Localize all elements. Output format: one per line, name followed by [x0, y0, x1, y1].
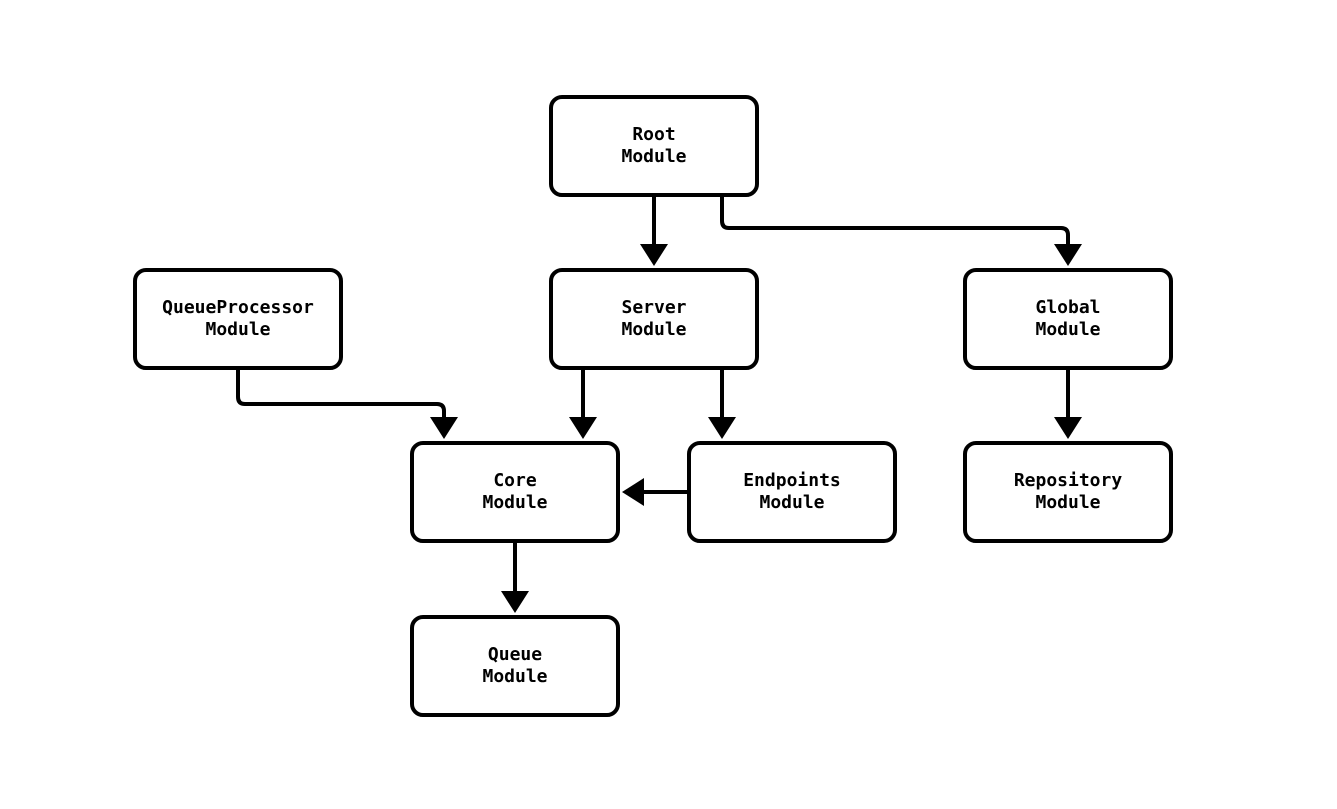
edge-global-to-repository — [1054, 370, 1082, 439]
node-repository-module-name: Repository — [1013, 470, 1123, 491]
node-global-module-name: Global — [1035, 297, 1101, 318]
edge-server-to-endpoints — [708, 370, 736, 439]
node-root-module[interactable]: Root Module — [549, 95, 759, 197]
node-repository-module-suffix: Module — [1035, 492, 1101, 513]
node-endpoints-module[interactable]: Endpoints Module — [687, 441, 897, 543]
node-server-module-suffix: Module — [621, 319, 687, 340]
node-server-module-name: Server — [621, 297, 687, 318]
node-root-module-suffix: Module — [621, 146, 687, 167]
node-global-module[interactable]: Global Module — [963, 268, 1173, 370]
node-core-module-suffix: Module — [482, 492, 548, 513]
node-server-module[interactable]: Server Module — [549, 268, 759, 370]
node-endpoints-module-name: Endpoints — [743, 470, 841, 491]
node-root-module-name: Root — [632, 124, 676, 145]
node-queueprocessor-module-suffix: Module — [205, 319, 271, 340]
edge-root-to-server — [640, 197, 668, 266]
edge-queueprocessor-to-core — [236, 370, 458, 439]
edge-endpoints-to-core — [622, 478, 689, 506]
node-queue-module-name: Queue — [487, 644, 543, 665]
node-core-module[interactable]: Core Module — [410, 441, 620, 543]
node-global-module-suffix: Module — [1035, 319, 1101, 340]
edge-root-to-global — [720, 197, 1082, 266]
edge-core-to-queue — [501, 543, 529, 613]
edge-server-to-core — [569, 370, 597, 439]
node-queue-module-suffix: Module — [482, 666, 548, 687]
node-repository-module[interactable]: Repository Module — [963, 441, 1173, 543]
node-queueprocessor-module-name: QueueProcessor — [162, 297, 314, 318]
node-queueprocessor-module[interactable]: QueueProcessor Module — [133, 268, 343, 370]
node-core-module-name: Core — [493, 470, 537, 491]
node-queue-module[interactable]: Queue Module — [410, 615, 620, 717]
node-endpoints-module-suffix: Module — [759, 492, 825, 513]
